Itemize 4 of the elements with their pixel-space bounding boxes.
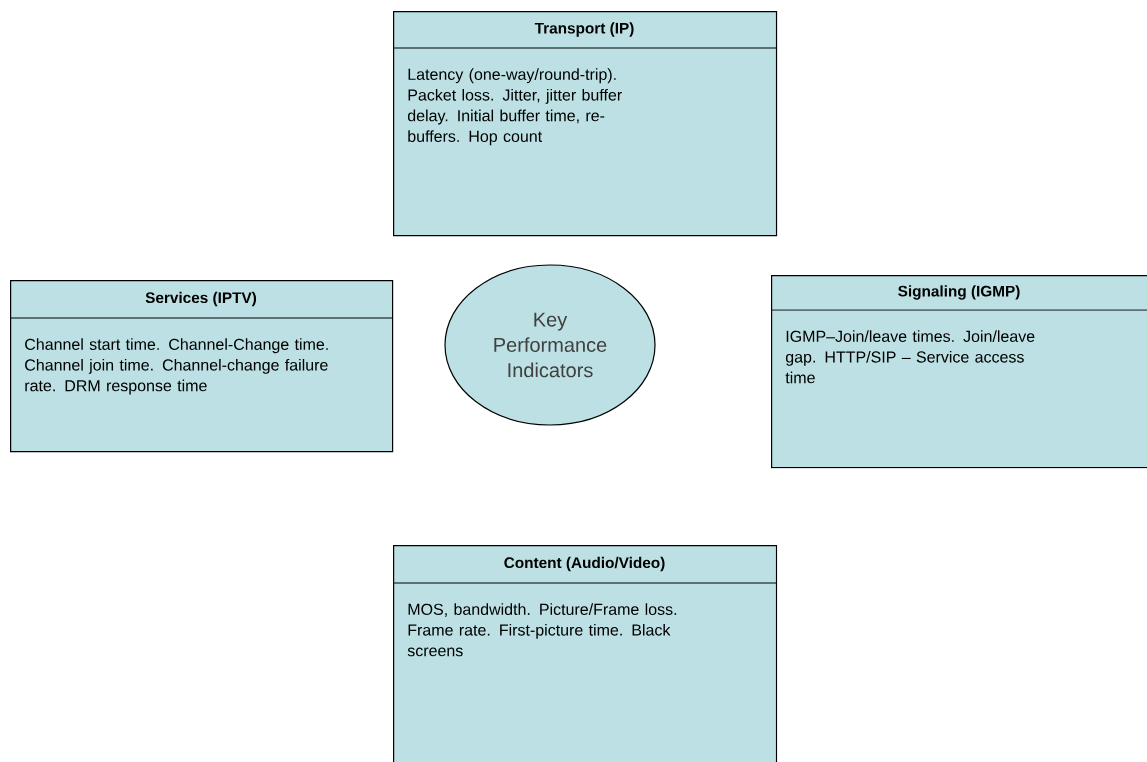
titled-box: Signaling (IGMP) IGMP–Join/leave times. Join/leave gap. HTTP/SIP – Service access time (770, 275, 1147, 469)
titled-box: Services (IPTV) Channel start time. Channel-Change time. Channel join time. Channel-change failure rate. DRM response time (9, 280, 394, 453)
titled-box: Transport (IP) Latency (one-way/round-trip). Packet loss. Jitter, jitter buffer delay. Initial buffer time, re-buffers. Hop count (392, 11, 778, 237)
titled-box: Content (Audio/Video) MOS, bandwidth. Picture/Frame loss. Frame rate. First-picture time. Black screens (392, 545, 778, 762)
